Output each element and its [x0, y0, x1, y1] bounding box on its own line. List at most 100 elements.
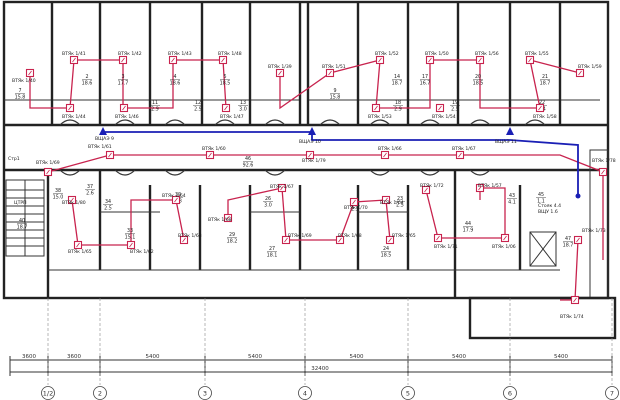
- room-number: 3: [121, 74, 124, 80]
- axis-marker: 2: [93, 386, 107, 400]
- detector-label: ВТЯк 1/39: [268, 64, 292, 70]
- detector-label: ВТЯк 1/58: [533, 114, 557, 120]
- room: 715.8: [15, 88, 26, 101]
- room-number: 38: [55, 188, 61, 194]
- detector: ВТЯк 1/48: [218, 51, 242, 65]
- detector-label: ВТЯк 1/50: [425, 51, 449, 57]
- room: 232.5: [395, 196, 405, 209]
- room-number: 5: [223, 74, 226, 80]
- building-walls: [2, 0, 617, 340]
- room-area: 17.9: [463, 228, 474, 234]
- panel-label: ВЩАЭ 11: [495, 139, 517, 145]
- dimension-value: 5400: [452, 354, 466, 360]
- room-number: 46: [245, 156, 251, 162]
- room: 418.6: [170, 74, 181, 87]
- room-number: 34: [105, 199, 111, 205]
- detector: ВТЯк 1/65: [385, 233, 416, 245]
- detector: ВТЯк 1/70: [344, 197, 368, 211]
- detector-label: ВТЯк 1/67: [452, 146, 476, 152]
- axis-label: 4: [303, 390, 307, 398]
- detector-label: ВТЯк 1/65: [392, 233, 416, 239]
- room-area: 2.5: [396, 203, 404, 209]
- detector-label: ВТЯк 1/70: [344, 205, 368, 211]
- room-area: 2.5: [104, 206, 112, 212]
- detector-label: ВТЯк 1/53: [368, 114, 392, 120]
- detector-label: ВТЯк 1/57: [478, 183, 502, 189]
- stair-label: Стр1: [8, 156, 20, 162]
- room-number: 22: [539, 100, 545, 106]
- detector-label: ВТЯк 1/46: [115, 114, 139, 120]
- detector-label: ВТЯк 1/48: [218, 51, 242, 57]
- room-number: 33: [127, 228, 133, 234]
- room-area: 18.7: [17, 225, 28, 231]
- room-area: 18.5: [381, 253, 392, 259]
- room-area: 2.5: [351, 207, 359, 213]
- room-area: 18.6: [170, 81, 181, 87]
- room: 263.0: [263, 196, 273, 209]
- dimension-value: 5400: [146, 354, 160, 360]
- detector-label: ВТЯк 1/73: [582, 228, 606, 234]
- room-area: 2.5: [451, 107, 459, 113]
- detector-label: ВТЯк 1/67: [270, 184, 294, 190]
- room: 518.5: [220, 74, 231, 87]
- room-number: 11: [152, 100, 158, 106]
- room-area: 18.1: [267, 253, 278, 259]
- room-number: 2: [85, 74, 88, 80]
- detector: ВТЯк 1/79: [302, 150, 326, 164]
- detector-label: ВТЯк 1/62: [130, 249, 154, 255]
- room-area: 1.1: [537, 199, 545, 205]
- alarm-wiring: [29, 59, 604, 301]
- detector: ВТЯк 1/39: [268, 64, 292, 78]
- axis-marker: 6: [503, 386, 517, 400]
- detector: ВТЯк 1/68: [335, 233, 362, 245]
- panel-note: ВЩУ 1.6: [538, 209, 558, 215]
- room-number: 24: [383, 246, 389, 252]
- dimension-value: 3600: [22, 354, 36, 360]
- room-number: 4: [173, 74, 176, 80]
- axis-marker: 3: [198, 386, 212, 400]
- detector: ВТЯк 1/64: [380, 195, 404, 206]
- room-number: 23: [397, 196, 403, 202]
- detector-label: ВТЯк 1/72: [420, 183, 444, 189]
- detector: ВТЯк 1/72: [420, 183, 444, 195]
- room-area: 18.5: [473, 81, 484, 87]
- detector-label: ВТЯк 1/78: [592, 158, 616, 164]
- axis-label: 6: [508, 390, 512, 398]
- room-area: 3.0: [264, 203, 272, 209]
- detector-label: ВТЯк 1/44: [62, 114, 86, 120]
- axis-label: 3: [203, 390, 207, 398]
- room: 218.6: [82, 74, 93, 87]
- room: 192.5: [450, 100, 460, 113]
- room-number: 17: [422, 74, 428, 80]
- detector: ВТЯк 1/40: [12, 68, 36, 84]
- detector: ВТЯк 1/59: [575, 64, 602, 78]
- detector: ВТЯк 1/78: [592, 158, 616, 177]
- panel-icon: [308, 127, 316, 135]
- room-number: 26: [265, 196, 271, 202]
- detector: ВТЯк 1/43: [168, 51, 192, 65]
- detector-label: ВТЯк 1/59: [578, 64, 602, 70]
- dimension-value: 5400: [248, 354, 262, 360]
- axis-label: 5: [406, 390, 410, 398]
- room-area: 15.8: [330, 95, 341, 101]
- panel-label: ВЩАЭ 10: [299, 139, 321, 145]
- detector: ВТЯк 1/06: [492, 233, 516, 250]
- room-number: 44: [465, 221, 471, 227]
- detector: ВТЯк 1/74: [560, 295, 584, 320]
- detector-label: ВТЯк 1/06: [492, 244, 516, 250]
- room: 342.5: [103, 199, 113, 212]
- detector-label: ВТЯк 1/40: [12, 78, 36, 84]
- detector-label: ВТЯк 1/64: [380, 200, 404, 206]
- room-number: 27: [269, 246, 275, 252]
- detector: ВТЯк 1/62: [126, 240, 154, 255]
- room-area: 2.9: [194, 107, 202, 113]
